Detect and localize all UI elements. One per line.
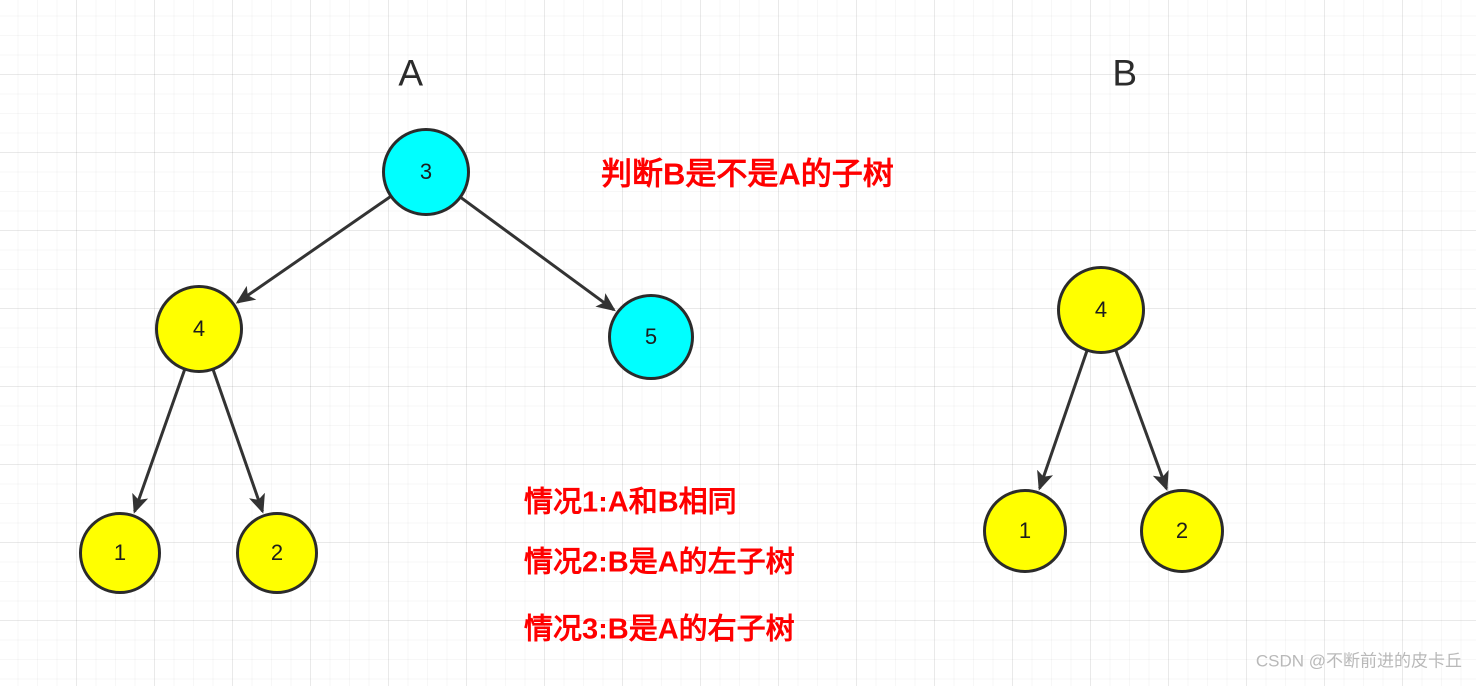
tree-edge	[132, 368, 187, 514]
tree-label-a: A	[398, 52, 424, 94]
case-annotation-3: 情况3:B是A的右子树	[524, 613, 795, 646]
case-annotation-1: 情况1:A和B相同	[524, 486, 737, 519]
watermark: CSDN @不断前进的皮卡丘	[1255, 651, 1462, 671]
tree-node-b-2[interactable]: 2	[1140, 489, 1224, 573]
tree-node-a-1[interactable]: 1	[79, 512, 161, 594]
tree-edge	[1037, 349, 1089, 491]
tree-node-value: 3	[419, 159, 433, 184]
headline-annotation: 判断B是不是A的子树	[601, 156, 894, 192]
tree-node-value: 1	[113, 540, 127, 565]
tree-node-a-2[interactable]: 2	[236, 512, 318, 594]
tree-node-value: 2	[1175, 518, 1189, 543]
tree-node-a-5[interactable]: 5	[608, 294, 694, 380]
tree-node-b-1[interactable]: 1	[983, 489, 1067, 573]
tree-node-value: 4	[192, 316, 206, 341]
tree-edge	[1114, 348, 1169, 491]
tree-edge	[459, 195, 616, 312]
tree-node-value: 1	[1018, 518, 1032, 543]
case-annotation-2: 情况2:B是A的左子树	[524, 546, 795, 579]
tree-node-value: 2	[270, 540, 284, 565]
tree-edge	[211, 368, 265, 514]
tree-node-a-4[interactable]: 4	[155, 285, 243, 373]
tree-node-value: 5	[644, 324, 658, 349]
tree-node-value: 4	[1094, 297, 1108, 322]
tree-node-b-4[interactable]: 4	[1057, 266, 1145, 354]
tree-label-b: B	[1112, 52, 1138, 94]
tree-node-a-3[interactable]: 3	[382, 128, 470, 216]
tree-edge	[235, 194, 393, 304]
